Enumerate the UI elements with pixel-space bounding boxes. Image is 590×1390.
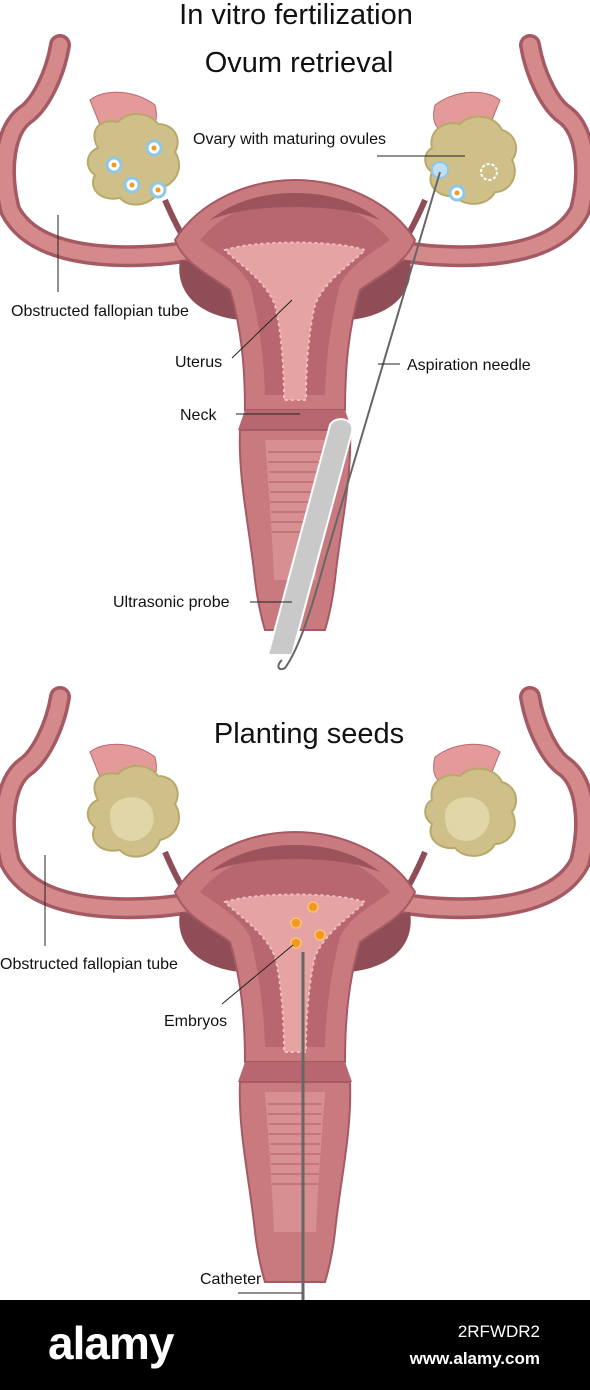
alamy-logo: alamy bbox=[48, 1317, 174, 1369]
label-ovary-maturing: Ovary with maturing ovules bbox=[193, 131, 386, 148]
leader-embryos bbox=[221, 944, 294, 1005]
main-title: In vitro fertilization bbox=[179, 0, 413, 31]
right-ovary-top bbox=[424, 115, 518, 205]
right-ovary-bottom bbox=[424, 767, 518, 857]
label-catheter: Catheter bbox=[200, 1271, 262, 1288]
ultrasonic-probe bbox=[266, 418, 354, 656]
embryos bbox=[290, 901, 326, 949]
label-embryos: Embryos bbox=[164, 1013, 227, 1030]
stock-footer-bar: alamy 2RFWDR2 www.alamy.com bbox=[0, 1300, 590, 1390]
image-code: 2RFWDR2 bbox=[457, 1322, 540, 1341]
planting-seeds-title: Planting seeds bbox=[214, 718, 404, 750]
label-ultrasonic-probe: Ultrasonic probe bbox=[113, 594, 230, 611]
label-neck: Neck bbox=[180, 407, 217, 424]
ovum-retrieval-title: Ovum retrieval bbox=[205, 47, 394, 79]
left-ovary-top bbox=[86, 113, 180, 206]
left-ovary-bottom bbox=[86, 765, 180, 858]
label-fallopian-tube-bottom: Obstructed fallopian tube bbox=[0, 956, 178, 973]
label-uterus: Uterus bbox=[175, 354, 222, 371]
diagram-canvas: In vitro fertilization Ovum retrieval Ov… bbox=[0, 0, 590, 1300]
leader-uterus bbox=[231, 299, 293, 359]
alamy-url: www.alamy.com bbox=[409, 1349, 540, 1368]
label-fallopian-tube-top: Obstructed fallopian tube bbox=[11, 303, 189, 320]
aspiration-needle bbox=[277, 171, 441, 671]
label-aspiration-needle: Aspiration needle bbox=[407, 357, 531, 374]
